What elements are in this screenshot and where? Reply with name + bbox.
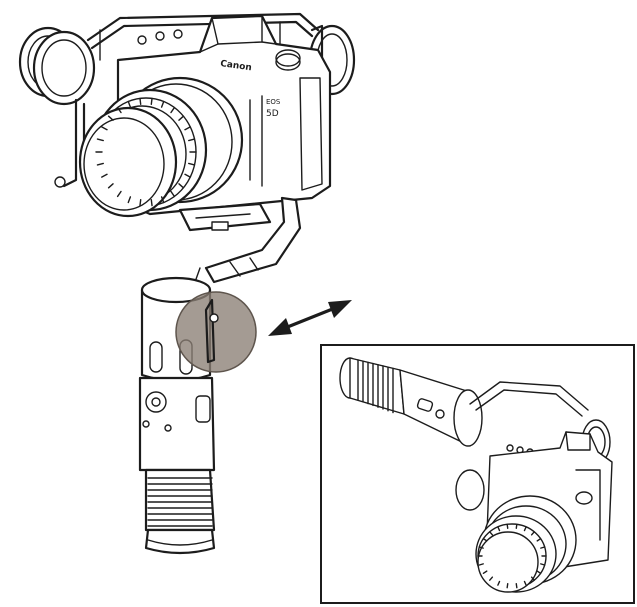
lens-front-glass <box>78 106 178 218</box>
camera-brand-label: Canon <box>220 59 253 73</box>
detail-inset-panel <box>320 344 635 604</box>
control-button-icon <box>195 395 211 423</box>
camera-lens <box>78 76 244 218</box>
tilt-motor-left <box>18 26 96 106</box>
knob-icon <box>54 176 66 188</box>
main-gimbal-illustration: Canon EOS 5D <box>18 12 356 555</box>
mount-plate <box>178 202 272 232</box>
highlight-circle <box>175 291 257 373</box>
inset-lens <box>475 495 577 593</box>
double-headed-arrow-icon <box>268 300 352 336</box>
mode-dial-icon <box>275 53 301 71</box>
inset-handle <box>339 357 483 447</box>
screw-icon <box>137 35 147 45</box>
camera-model-line1: EOS <box>266 98 281 106</box>
camera-model-line2: 5D <box>266 109 279 119</box>
